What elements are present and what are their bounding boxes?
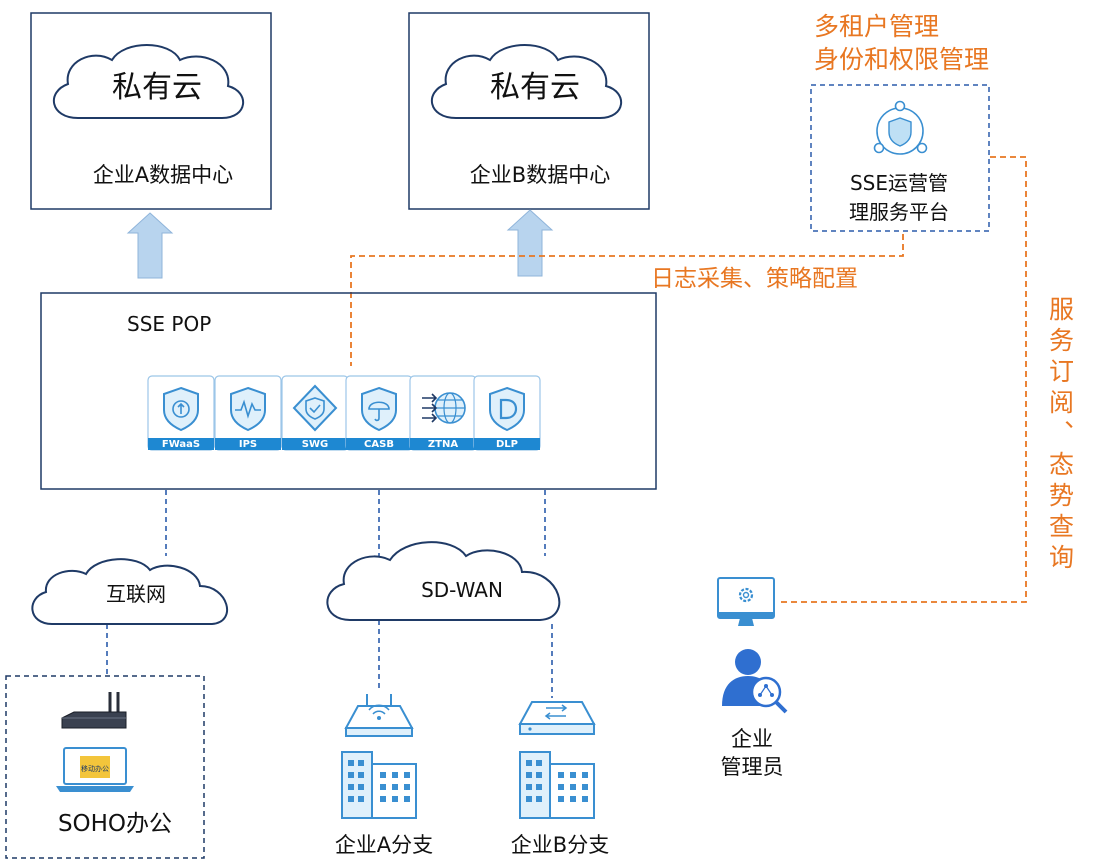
module-label: SWG	[302, 439, 328, 450]
pop-connectors	[106, 490, 553, 698]
datacenter-a: 私有云 企业A数据中心	[30, 12, 272, 210]
datacenter-name: 企业B数据中心	[470, 163, 610, 187]
subscribe-connector	[778, 156, 1027, 603]
branch-b: 企业B分支	[511, 701, 609, 857]
platform-shield-icon	[873, 100, 928, 155]
module-casb: CASB	[345, 375, 413, 451]
module-dlp: DLP	[473, 375, 541, 451]
internet-label: 互联网	[106, 582, 166, 606]
platform-name-line2: 理服务平台	[849, 200, 949, 224]
module-fwaas: FWaaS	[147, 375, 215, 451]
module-swg: SWG	[281, 375, 349, 451]
sdwan-cloud: SD-WAN	[326, 541, 561, 621]
log-config-connector	[350, 234, 904, 366]
datacenter-name: 企业A数据中心	[93, 163, 233, 187]
cloud-label: 私有云	[112, 70, 202, 105]
laptop-screen-text: 移动办公	[81, 764, 109, 773]
module-label: IPS	[239, 439, 257, 450]
module-label: CASB	[364, 439, 394, 450]
module-label: DLP	[496, 439, 518, 450]
sse-platform-box: SSE运营管 理服务平台	[810, 84, 990, 232]
casb-umbrella-icon	[368, 401, 390, 422]
branch-a: 企业A分支	[335, 694, 433, 857]
up-arrow-icon	[126, 212, 174, 279]
datacenter-b: 私有云 企业B数据中心	[408, 12, 650, 210]
admin-label-line2: 管理员	[721, 755, 784, 779]
sse-modules: FWaaS IPS SWG CASB	[147, 375, 541, 451]
module-ztna: ZTNA	[409, 375, 477, 451]
management-heading-line1: 多租户管理	[814, 12, 939, 41]
cloud-icon	[430, 44, 623, 119]
dlp-shield-icon	[489, 386, 525, 432]
building-icon	[341, 751, 417, 819]
router-icon	[61, 692, 127, 729]
platform-name-line1: SSE运营管	[850, 171, 948, 195]
branch-b-label: 企业B分支	[511, 833, 609, 857]
sse-pop-box: SSE POP	[40, 292, 657, 490]
ztna-globe-icon	[422, 392, 466, 424]
sse-pop-title: SSE POP	[127, 312, 211, 336]
log-config-label: 日志采集、策略配置	[651, 266, 858, 292]
cloud-icon	[326, 541, 561, 621]
module-label: FWaaS	[162, 439, 200, 450]
enterprise-admin: 企业 管理员	[717, 577, 788, 779]
cloud-icon	[31, 558, 229, 625]
subscribe-label: 服务订阅、态势查询	[1046, 296, 1075, 575]
wireless-router-icon	[344, 694, 414, 737]
up-arrow-icon	[506, 209, 554, 277]
management-heading-line2: 身份和权限管理	[814, 45, 989, 74]
admin-user-icon	[722, 649, 788, 714]
sdwan-label: SD-WAN	[421, 578, 503, 602]
switch-icon	[518, 701, 596, 735]
monitor-gear-icon	[717, 577, 775, 626]
soho-label: SOHO办公	[58, 811, 172, 837]
cloud-label: 私有云	[490, 70, 580, 105]
swg-shield-icon	[292, 384, 338, 432]
internet-cloud: 互联网	[31, 558, 229, 625]
building-icon	[519, 751, 595, 819]
module-label: ZTNA	[428, 439, 458, 450]
laptop-icon: 移动办公	[56, 747, 134, 792]
admin-label-line1: 企业	[731, 727, 773, 751]
module-ips: IPS	[214, 375, 282, 451]
branch-a-label: 企业A分支	[335, 833, 433, 857]
ips-shield-icon	[230, 386, 266, 432]
cloud-icon	[52, 44, 245, 119]
soho-box: 移动办公 SOHO办公	[5, 675, 205, 859]
